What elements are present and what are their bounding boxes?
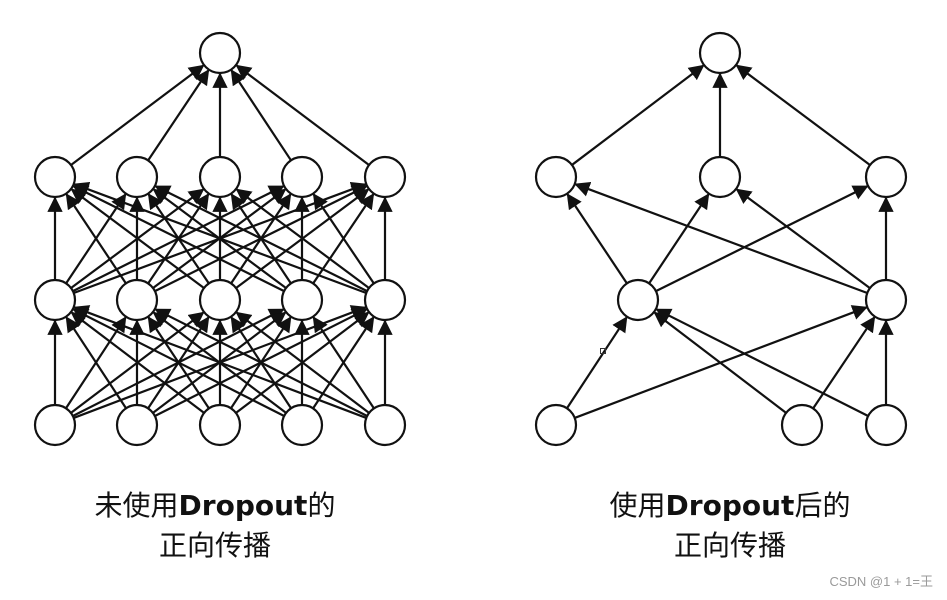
right-caption: 使用Dropout后的 正向传播 bbox=[580, 486, 880, 566]
dropout-input-neuron bbox=[534, 403, 578, 447]
full-network-edges bbox=[47, 64, 393, 419]
dropout-input-neuron bbox=[780, 403, 824, 447]
dropout-edge bbox=[655, 185, 869, 293]
full-edge bbox=[235, 188, 370, 289]
dropout-edge bbox=[574, 181, 868, 295]
dropout-edge bbox=[655, 308, 869, 417]
dropout-hidden2-neuron bbox=[534, 155, 578, 199]
right-caption-pre: 使用 bbox=[609, 489, 666, 522]
full-edge bbox=[65, 193, 127, 284]
left-caption-post: 的 bbox=[307, 489, 336, 522]
full-edge bbox=[72, 185, 285, 293]
full-edge bbox=[154, 185, 368, 293]
full-hidden2-neuron bbox=[280, 155, 324, 199]
small-square-artifact bbox=[600, 348, 606, 354]
full-edge bbox=[312, 316, 375, 409]
left-caption: 未使用Dropout的 正向传播 bbox=[70, 486, 360, 566]
right-caption-line2: 正向传播 bbox=[673, 529, 786, 562]
full-edge bbox=[72, 308, 285, 417]
full-network-nodes bbox=[33, 31, 407, 447]
dropout-network-edges bbox=[566, 64, 894, 419]
full-edge bbox=[154, 308, 368, 417]
dropout-edge bbox=[566, 193, 628, 284]
dropout-edge bbox=[566, 316, 628, 409]
left-caption-line1: 未使用Dropout的 bbox=[70, 486, 360, 526]
dropout-edge bbox=[648, 193, 710, 284]
full-input-neuron bbox=[363, 403, 407, 447]
dropout-output-neuron bbox=[698, 31, 742, 75]
full-hidden2-neuron bbox=[198, 155, 242, 199]
full-input-neuron bbox=[33, 403, 77, 447]
right-caption-bold: Dropout bbox=[665, 489, 795, 522]
dropout-hidden1-neuron bbox=[616, 278, 660, 322]
dropout-network-nodes bbox=[534, 31, 908, 447]
dropout-input-neuron bbox=[864, 403, 908, 447]
full-edge bbox=[73, 181, 367, 295]
full-output-neuron bbox=[198, 31, 242, 75]
dropout-edge bbox=[571, 64, 705, 166]
full-hidden1-neuron bbox=[33, 278, 77, 322]
full-edge bbox=[70, 188, 205, 289]
full-hidden1-neuron bbox=[363, 278, 407, 322]
full-hidden2-neuron bbox=[363, 155, 407, 199]
full-edge bbox=[70, 311, 205, 414]
full-edge bbox=[235, 311, 370, 414]
full-edge bbox=[312, 193, 375, 285]
dropout-hidden1-neuron bbox=[864, 278, 908, 322]
dropout-edge bbox=[812, 316, 876, 410]
watermark: CSDN @1 + 1=王 bbox=[829, 574, 933, 589]
full-edge bbox=[230, 69, 292, 161]
full-hidden1-neuron bbox=[115, 278, 159, 322]
dropout-edge bbox=[735, 188, 871, 289]
full-hidden2-neuron bbox=[33, 155, 77, 199]
full-hidden1-neuron bbox=[280, 278, 324, 322]
left-caption-line2: 正向传播 bbox=[158, 529, 271, 562]
right-caption-post: 后的 bbox=[794, 489, 851, 522]
full-hidden2-neuron bbox=[115, 155, 159, 199]
full-edge bbox=[73, 305, 367, 419]
full-edge bbox=[70, 64, 205, 166]
dropout-hidden2-neuron bbox=[864, 155, 908, 199]
right-caption-line1: 使用Dropout后的 bbox=[580, 486, 880, 526]
full-hidden1-neuron bbox=[198, 278, 242, 322]
full-edge bbox=[235, 64, 370, 166]
full-edge bbox=[65, 316, 127, 409]
left-caption-pre: 未使用 bbox=[94, 489, 179, 522]
full-edge bbox=[147, 69, 210, 161]
full-input-neuron bbox=[280, 403, 324, 447]
full-input-neuron bbox=[115, 403, 159, 447]
dropout-edge bbox=[735, 64, 871, 166]
left-caption-bold: Dropout bbox=[178, 489, 308, 522]
dropout-edge bbox=[653, 311, 787, 414]
dropout-hidden2-neuron bbox=[698, 155, 742, 199]
full-input-neuron bbox=[198, 403, 242, 447]
